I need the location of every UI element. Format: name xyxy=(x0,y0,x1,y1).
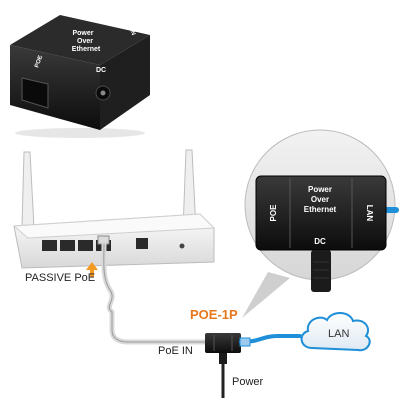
product-port-lan: LAN xyxy=(126,23,136,37)
poe-injector-small xyxy=(205,333,241,364)
poe-in-label: PoE IN xyxy=(158,345,193,357)
bubble-title-line3: Ethernet xyxy=(304,205,337,214)
product-port-dc: DC xyxy=(96,67,106,74)
bubble-port-poe: POE xyxy=(269,204,278,222)
bubble-port-lan: LAN xyxy=(365,205,374,222)
passive-poe-arrow xyxy=(86,262,98,277)
product-title-line3: Ethernet xyxy=(72,46,101,53)
power-label: Power xyxy=(232,376,264,388)
bubble-port-dc: DC xyxy=(314,237,326,246)
poe-injector-product: Power Over Ethernet POE LAN DC xyxy=(10,15,150,138)
zoom-bubble: Power Over Ethernet POE LAN DC xyxy=(242,129,399,318)
bubble-title-line2: Over xyxy=(311,195,329,204)
product-port-poe: POE xyxy=(34,55,44,69)
model-label: POE-1P xyxy=(190,307,238,322)
router-image xyxy=(12,149,216,269)
lan-label: LAN xyxy=(328,328,350,340)
bubble-title-line1: Power xyxy=(308,185,332,194)
passive-poe-label: PASSIVE PoE xyxy=(25,272,96,284)
product-title-line2: Over xyxy=(77,38,93,45)
product-title-line1: Power xyxy=(72,30,93,37)
lan-cloud xyxy=(300,312,371,352)
